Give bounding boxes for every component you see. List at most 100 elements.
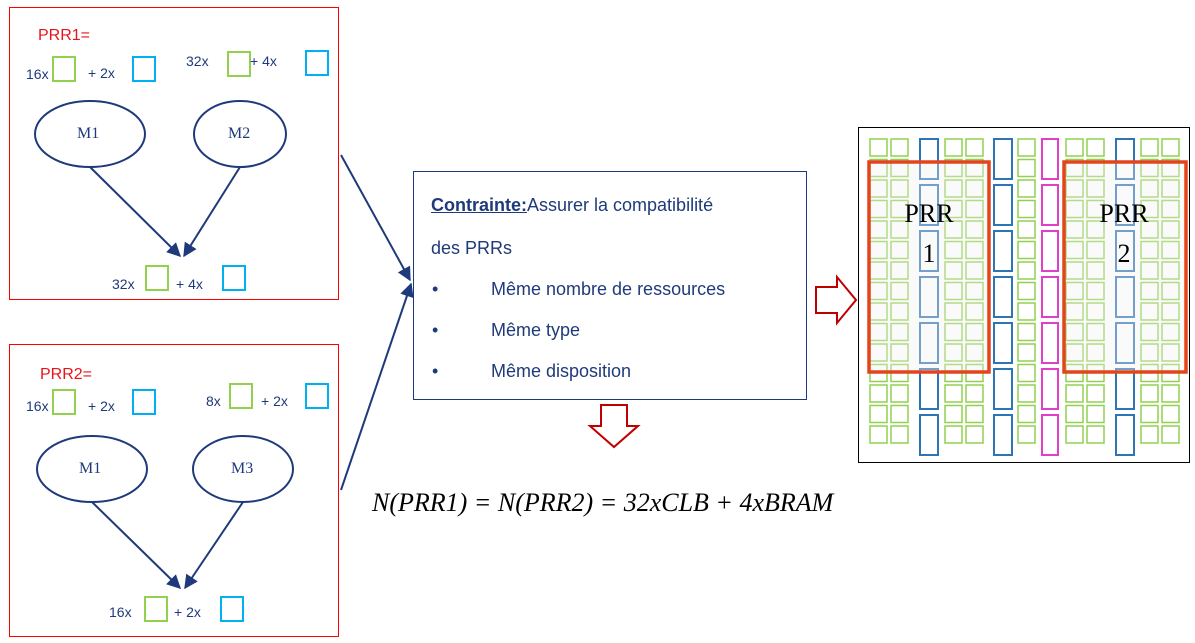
bram-icon (305, 383, 329, 409)
clb-cell (943, 158, 963, 177)
clb-cell (1085, 199, 1105, 218)
prr2-m1-bram-count: + 2x (88, 398, 115, 414)
bram-icon (132, 56, 156, 82)
prr2-m3-clb-count: 8x (206, 393, 221, 409)
clb-cell (1064, 178, 1084, 198)
prr2-result-clb-count: 16x (109, 604, 132, 620)
clb-cell (868, 137, 888, 157)
prr1-result-bram-count: + 4x (176, 276, 203, 292)
prr2-panel (9, 344, 339, 637)
constraint-item: Même disposition (491, 361, 632, 381)
clb-cell (1160, 281, 1180, 300)
clb-cell (1064, 342, 1084, 362)
clb-cell (964, 178, 984, 198)
clb-cell (964, 342, 984, 362)
clb-cell (889, 137, 909, 157)
clb-cell (1064, 383, 1084, 403)
clb-cell (889, 404, 909, 423)
clb-cell (868, 424, 888, 444)
bram-cell (992, 321, 1013, 364)
clb-icon (229, 383, 253, 409)
bram-cell (1114, 367, 1135, 410)
bram-cell (992, 183, 1013, 226)
clb-cell (943, 342, 963, 362)
prr2-to-constraint-arrow (340, 282, 414, 491)
bram-cell (992, 367, 1013, 410)
clb-cell (943, 178, 963, 198)
prr1-result-clb-count: 32x (112, 276, 135, 292)
fpga-floorplan (858, 127, 1190, 463)
clb-cell (1085, 383, 1105, 403)
clb-cell (889, 322, 909, 341)
bram-cell (918, 183, 939, 226)
prr2-region (1061, 159, 1188, 374)
prr1-title: PRR1= (38, 27, 91, 44)
clb-cell (943, 404, 963, 423)
prr1-m1-edge (89, 166, 181, 257)
prr1-m2-clb-count: 32x (186, 53, 209, 69)
clb-icon (144, 596, 168, 622)
clb-cell (964, 199, 984, 218)
clb-cell (1139, 158, 1159, 177)
clb-cell (1085, 342, 1105, 362)
fpga-grid (866, 137, 1188, 456)
prr1-m2-label: M2 (228, 125, 251, 142)
bram-cell (918, 229, 939, 272)
clb-cell (1064, 219, 1084, 239)
bram-cell (918, 321, 939, 364)
prr1-m1-label: M1 (77, 125, 100, 142)
clb-cell (943, 199, 963, 218)
clb-cell (943, 424, 963, 444)
dsp-cell (1040, 183, 1059, 226)
clb-cell (1139, 281, 1159, 300)
clb-cell (1139, 137, 1159, 157)
clb-cell (1139, 322, 1159, 341)
clb-cell (889, 281, 909, 300)
clb-cell (1016, 219, 1036, 239)
clb-cell (1139, 424, 1159, 444)
bram-cell (1114, 413, 1135, 456)
clb-cell (943, 383, 963, 403)
dsp-cell (1040, 367, 1059, 410)
bram-cell (1114, 321, 1135, 364)
clb-cell (1160, 240, 1180, 259)
clb-cell (1064, 301, 1084, 321)
bram-cell (992, 275, 1013, 318)
clb-cell (1160, 137, 1180, 157)
bram-icon (305, 50, 329, 76)
clb-cell (964, 158, 984, 177)
constraint-item: Même nombre de ressources (491, 279, 726, 299)
clb-cell (1160, 322, 1180, 341)
clb-cell (1139, 199, 1159, 218)
clb-cell (889, 424, 909, 444)
bram-cell (918, 275, 939, 318)
clb-cell (1160, 178, 1180, 198)
clb-cell (943, 219, 963, 239)
bullet: • (432, 361, 439, 381)
clb-cell (1016, 158, 1036, 177)
prr1-to-constraint-arrow (340, 154, 411, 282)
prr1-panel (9, 7, 339, 300)
equation: N(PRR1) = N(PRR2) = 32xCLB + 4xBRAM (372, 488, 834, 517)
clb-cell (964, 137, 984, 157)
down-outline-arrow (587, 404, 641, 449)
bram-cell (918, 413, 939, 456)
bram-cell (1114, 275, 1135, 318)
clb-cell (964, 383, 984, 403)
clb-cell (1085, 178, 1105, 198)
prr1-region (866, 159, 991, 374)
clb-cell (1160, 199, 1180, 218)
clb-cell (1016, 260, 1036, 280)
clb-cell (1064, 424, 1084, 444)
clb-cell (868, 404, 888, 423)
clb-cell (1016, 137, 1036, 157)
clb-cell (1085, 404, 1105, 423)
constraint-text-line2: des PRRs (431, 238, 513, 258)
clb-cell (1085, 219, 1105, 239)
prr2-region-label: PRR 2 (1099, 199, 1149, 268)
clb-cell (1064, 158, 1084, 177)
clb-cell (1085, 322, 1105, 341)
bram-cell (1114, 137, 1135, 180)
clb-cell (1160, 158, 1180, 177)
